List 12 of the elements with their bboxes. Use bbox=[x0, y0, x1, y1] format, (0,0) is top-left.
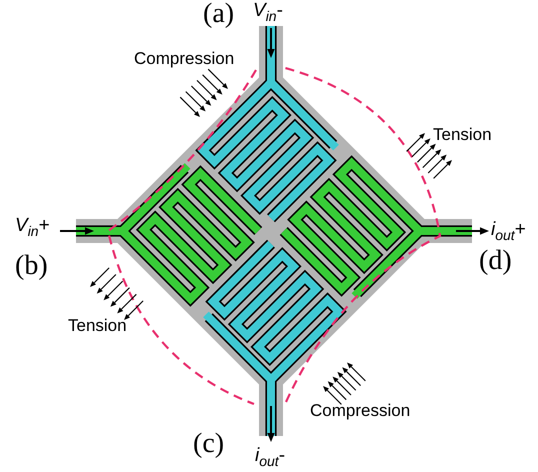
panel-letter: (b) bbox=[15, 252, 48, 280]
stress-label: Tension bbox=[433, 126, 492, 143]
stress-label: Compression bbox=[134, 50, 234, 67]
panel-letter: (d) bbox=[479, 247, 512, 275]
terminal-label: V$_{in}$- bbox=[253, 1, 283, 20]
terminal-label: i$_{out}$- bbox=[255, 446, 286, 465]
terminal-label: i$_{out}$+ bbox=[491, 220, 526, 239]
terminal-label: V$_{in}$+ bbox=[15, 216, 50, 235]
panel-letter: (c) bbox=[193, 430, 224, 458]
stress-label: Tension bbox=[68, 317, 127, 334]
stress-label: Compression bbox=[310, 402, 410, 419]
panel-letter: (a) bbox=[203, 0, 234, 28]
